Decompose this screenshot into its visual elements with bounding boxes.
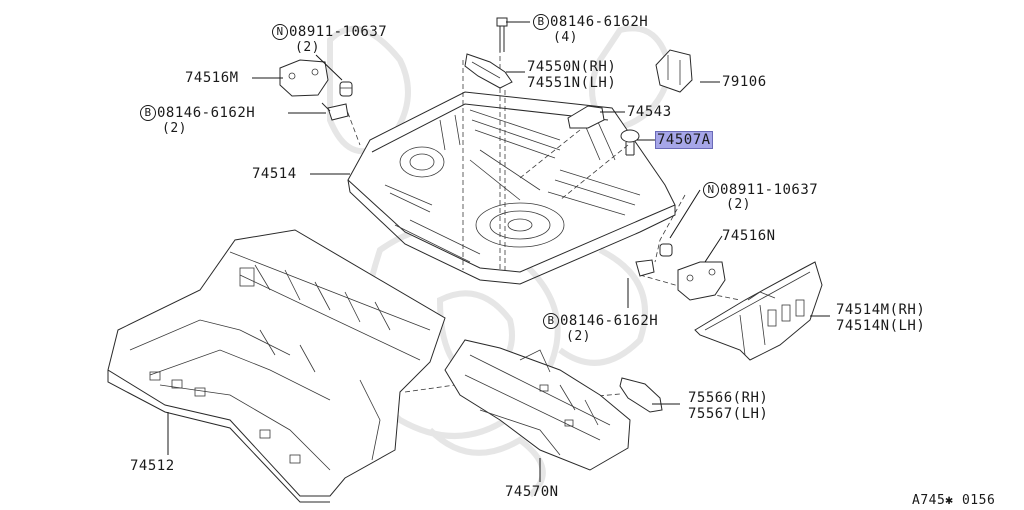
- callout-clip: 79106: [722, 74, 767, 90]
- part-number: 08146-6162H: [560, 313, 659, 329]
- front-floor-panel: [107, 229, 446, 503]
- quantity-nut-right: (2): [726, 197, 751, 212]
- nut-left: [339, 81, 353, 97]
- nut-symbol-icon: N: [272, 24, 288, 40]
- callout-bracket-rh: 74550N(RH): [527, 59, 617, 75]
- highlighted-part-number[interactable]: 74507A: [655, 131, 713, 149]
- bracket-74516M: [279, 59, 329, 97]
- quantity-nut-top-left: (2): [295, 40, 320, 55]
- part-number: 08146-6162H: [157, 105, 256, 121]
- callout-front-floor: 74512: [130, 458, 175, 474]
- leader-lines: [167, 21, 830, 482]
- nut-right: [659, 243, 673, 257]
- side-member: [444, 339, 631, 471]
- quantity-bolt-left: (2): [162, 121, 187, 136]
- callout-bracket-lh: 74551N(LH): [527, 75, 617, 91]
- bolt-symbol-icon: B: [543, 313, 559, 329]
- part-number: 08146-6162H: [550, 14, 649, 30]
- part-number: 08911-10637: [289, 24, 388, 40]
- rear-floor-panel: [347, 91, 676, 285]
- callout-member-lh: 75567(LH): [688, 406, 769, 422]
- bolt-left: [321, 102, 349, 121]
- callout-bracket-right: 74516N: [722, 228, 776, 244]
- callout-bracket-center: 74543: [627, 104, 672, 120]
- bolt-symbol-icon: B: [140, 105, 156, 121]
- callout-side-member: 74570N: [505, 484, 559, 500]
- callout-rear-floor: 74514: [252, 166, 297, 182]
- plug-74507A: [620, 129, 640, 156]
- callout-member-rh: 75566(RH): [688, 390, 769, 406]
- bolt-top: [496, 17, 508, 52]
- bracket-74550N: [464, 53, 513, 89]
- member-75566: [619, 377, 663, 413]
- callout-plug-highlighted[interactable]: 74507A: [655, 131, 713, 149]
- callout-extension-rh: 74514M(RH): [836, 302, 926, 318]
- rear-extension: [694, 261, 823, 361]
- figure-code: A745✱ 0156: [912, 493, 996, 508]
- bracket-74543: [567, 105, 605, 129]
- bracket-74516N: [677, 261, 726, 301]
- quantity-bolt-bottom: (2): [566, 329, 591, 344]
- callout-bracket-left: 74516M: [185, 70, 239, 86]
- callout-extension-lh: 74514N(LH): [836, 318, 926, 334]
- part-number: 08911-10637: [720, 182, 819, 198]
- bolt-bottom: [635, 259, 655, 277]
- nut-symbol-icon: N: [703, 182, 719, 198]
- bolt-symbol-icon: B: [533, 14, 549, 30]
- quantity-bolt-top: (4): [553, 30, 578, 45]
- clip-79106: [655, 49, 693, 93]
